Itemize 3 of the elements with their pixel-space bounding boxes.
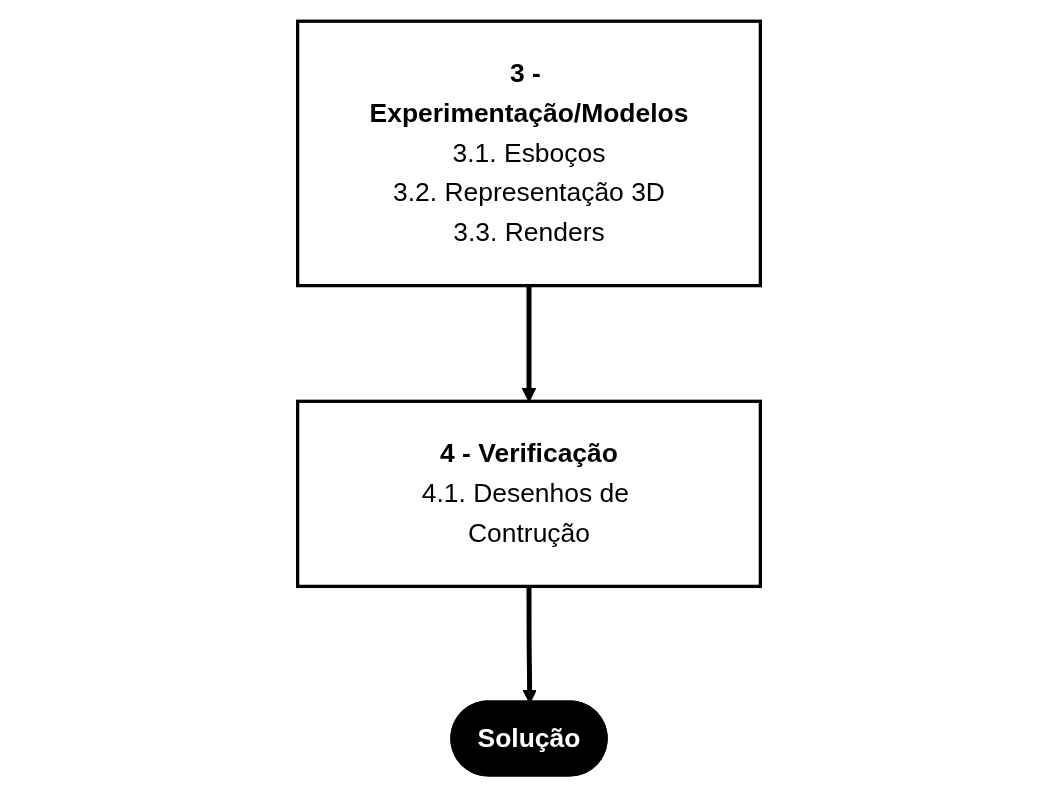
arrow	[521, 285, 536, 402]
node-box: 3 - Experimentação/Modelos 3.1. Esboços 3.2. Representação 3D 3.3. Renders	[295, 19, 762, 288]
node-box: 4 - Verificação 4.1. Desenhos de Contrução	[295, 399, 762, 589]
